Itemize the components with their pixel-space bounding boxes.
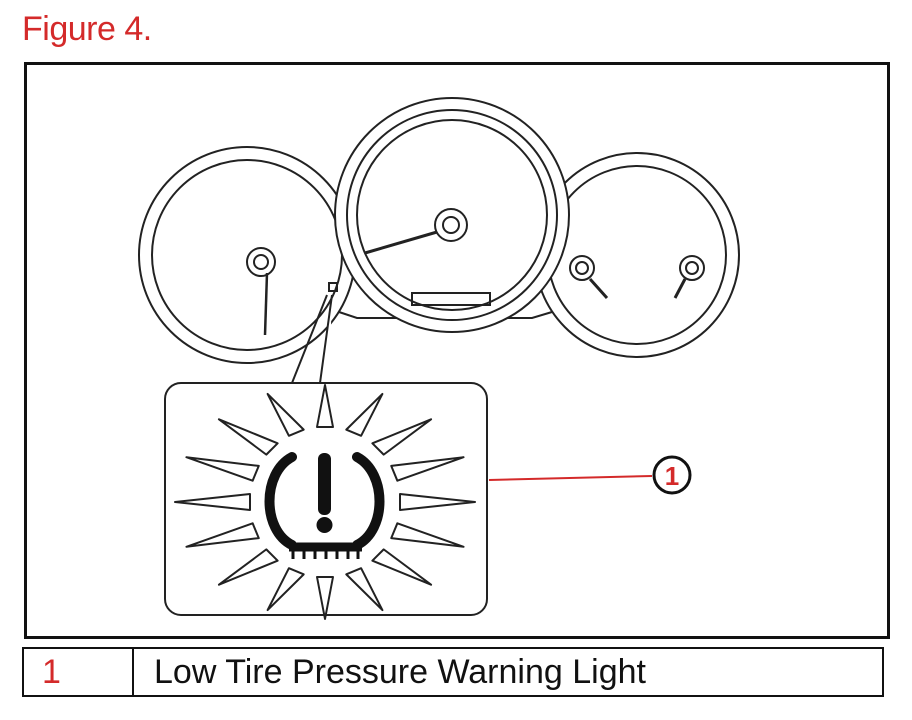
callout-leader-line — [488, 475, 653, 481]
tire-pressure-warning-icon — [264, 452, 385, 559]
instrument-cluster-icon — [138, 97, 740, 384]
light-ray — [371, 548, 433, 586]
warning-light-callout — [164, 382, 488, 620]
callout-circle — [652, 455, 692, 495]
light-ray — [371, 418, 433, 456]
light-ray — [266, 567, 305, 612]
light-ray — [174, 493, 251, 511]
light-ray — [345, 567, 384, 612]
legend-row-number: 1 — [24, 649, 134, 695]
light-ray — [217, 548, 279, 586]
light-ray — [185, 522, 260, 548]
figure-title: Figure 4. — [22, 10, 152, 48]
figure-frame: 1 — [24, 62, 890, 639]
callout-number: 1 — [665, 461, 679, 491]
light-ray — [390, 456, 465, 482]
legend-row-label: Low Tire Pressure Warning Light — [154, 653, 646, 691]
light-ray — [316, 384, 334, 428]
cluster-illustration: 1 — [138, 97, 740, 620]
light-ray — [345, 392, 384, 437]
light-ray — [316, 576, 334, 620]
light-ray — [399, 493, 476, 511]
legend-table: 1 Low Tire Pressure Warning Light — [22, 647, 884, 697]
light-ray — [266, 392, 305, 437]
light-rays-icon — [174, 384, 476, 620]
light-ray — [217, 418, 279, 456]
light-ray — [390, 522, 465, 548]
light-ray — [185, 456, 260, 482]
